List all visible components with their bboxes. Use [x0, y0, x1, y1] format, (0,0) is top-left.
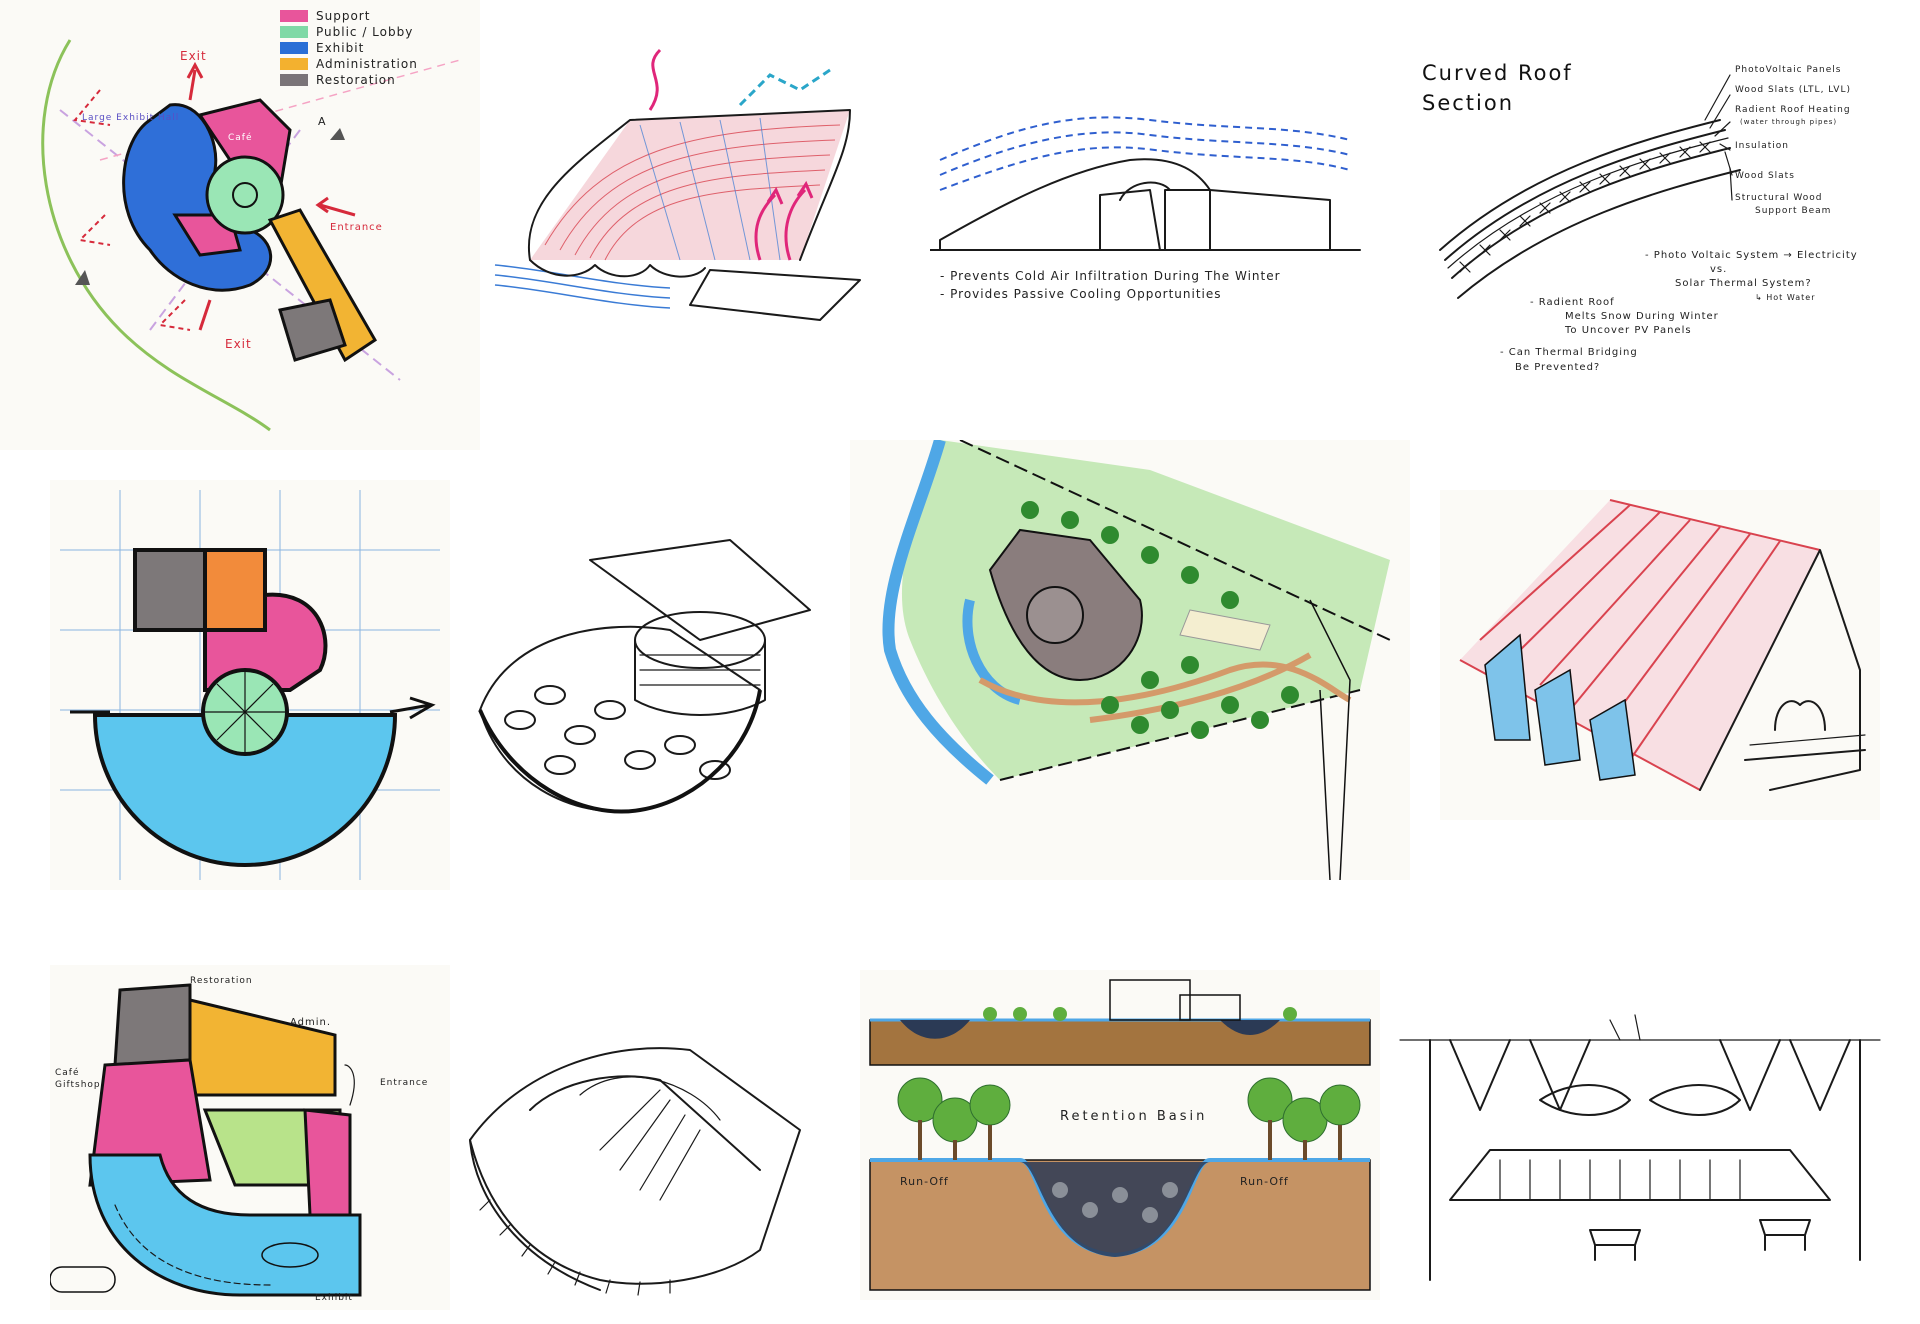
sketch-panel-wavy-roof: [490, 30, 890, 330]
plan1-exit-top-label: Exit: [180, 49, 207, 63]
roof-note-vs: vs.: [1710, 264, 1727, 275]
legend-swatch-administration: [280, 58, 308, 70]
plan3-admin-label: Admin.: [290, 1017, 331, 1028]
plan3-cafe-label: Café: [55, 1067, 80, 1078]
sketch-panel-program-plan: Exit Exit Entrance Café Large Exhibit Ha…: [0, 0, 480, 450]
retention-basin-title: Retention Basin: [1060, 1109, 1207, 1124]
roof-label-support-beam: Support Beam: [1755, 206, 1831, 216]
legend-label-support: Support: [316, 9, 371, 23]
plan1-exit-bottom-label: Exit: [225, 337, 252, 351]
legend-label-public-lobby: Public / Lobby: [316, 25, 414, 39]
roof-label-radient-heating: Radient Roof Heating: [1735, 105, 1851, 115]
sketch-panel-interior-perspective: [1390, 1000, 1890, 1290]
roof-label-water-pipes: (water through pipes): [1740, 118, 1837, 126]
roof-note-solar-thermal: Solar Thermal System?: [1675, 278, 1812, 289]
sketch-panel-bubble-roof-aerial: [470, 520, 820, 830]
roof-label-structural-wood: Structural Wood: [1735, 193, 1823, 203]
curved-roof-section-drawing: Curved Roof Section PhotoVoltaic Panels …: [1422, 61, 1858, 373]
sketch-panel-glass-roof: [1440, 490, 1880, 820]
site-plan-drawing: [882, 438, 1391, 881]
sketch-panel-site-plan: [850, 438, 1410, 881]
roof-line-drawing: [469, 1047, 801, 1296]
sketch-panel-retention-basin: Retention Basin Run-Off Run-Off: [860, 970, 1380, 1300]
legend-label-exhibit: Exhibit: [316, 41, 365, 55]
gridded-plan-drawing: [60, 490, 440, 880]
legend-item-restoration: Restoration: [280, 72, 470, 88]
plan1-large-exhibit-label: Large Exhibit Hall: [82, 113, 179, 123]
airflow-note-1: - Prevents Cold Air Infiltration During …: [940, 269, 1281, 283]
roof-note-melts-snow: Melts Snow During Winter: [1565, 311, 1719, 322]
legend-label-administration: Administration: [316, 57, 418, 71]
plan3-entrance-label: Entrance: [380, 1078, 428, 1088]
retention-runoff-right-label: Run-Off: [1240, 1175, 1289, 1188]
roof-section-title-line2: Section: [1422, 91, 1514, 115]
plan3-restoration-label: Restoration: [190, 976, 253, 986]
wavy-roof-drawing: [494, 48, 861, 321]
sketch-panel-airflow-section: - Prevents Cold Air Infiltration During …: [929, 90, 1370, 320]
roof-section-title-line1: Curved Roof: [1422, 61, 1573, 85]
plan1-entrance-label: Entrance: [330, 222, 383, 233]
plan3-giftshop-label: Giftshop: [55, 1080, 101, 1090]
glass-roof-drawing: [1459, 499, 1866, 791]
sketch-panel-roof-line-aerial: [460, 1000, 820, 1310]
roof-label-pv-panels: PhotoVoltaic Panels: [1735, 65, 1841, 75]
legend-swatch-restoration: [280, 74, 308, 86]
legend-swatch-support: [280, 10, 308, 22]
legend-item-exhibit: Exhibit: [280, 40, 470, 56]
legend-item-public-lobby: Public / Lobby: [280, 24, 470, 40]
roof-note-uncover-pv: To Uncover PV Panels: [1564, 325, 1692, 336]
plan1-section-mark: A: [318, 115, 327, 128]
interior-perspective-drawing: [1399, 1014, 1881, 1281]
roof-label-wood-slats: Wood Slats: [1735, 171, 1795, 181]
program-legend: Support Public / Lobby Exhibit Administr…: [280, 8, 470, 88]
roof-note-be-prevented: Be Prevented?: [1515, 362, 1600, 373]
legend-label-restoration: Restoration: [316, 73, 396, 87]
roof-label-wood-slats-ltl: Wood Slats (LTL, LVL): [1735, 85, 1851, 95]
bubble-roof-drawing: [478, 539, 811, 814]
program-plan-drawing: Exit Exit Entrance Café Large Exhibit Ha…: [41, 39, 461, 432]
roof-note-hot-water: ↳ Hot Water: [1755, 293, 1815, 302]
plan3-scale-oval: [49, 1266, 116, 1293]
plan3-exhibit-label: Exhibit: [315, 1293, 353, 1303]
roof-note-radient-roof: - Radient Roof: [1530, 297, 1615, 308]
sketch-panel-gridded-plan: [50, 480, 450, 890]
legend-item-administration: Administration: [280, 56, 470, 72]
sketch-panel-curved-roof-section: Curved Roof Section PhotoVoltaic Panels …: [1410, 50, 1880, 390]
sketch-panel-floor-plan: Restoration Admin. Café Giftshop Entranc…: [49, 965, 450, 1310]
airflow-note-2: - Provides Passive Cooling Opportunities: [940, 287, 1222, 301]
roof-note-thermal-bridging: - Can Thermal Bridging: [1500, 347, 1638, 358]
legend-swatch-exhibit: [280, 42, 308, 54]
legend-item-support: Support: [280, 8, 470, 24]
retention-runoff-left-label: Run-Off: [900, 1175, 949, 1188]
floor-plan-drawing: Restoration Admin. Café Giftshop Entranc…: [49, 976, 428, 1303]
retention-basin-drawing: Retention Basin Run-Off Run-Off: [869, 979, 1371, 1291]
plan1-cafe-label: Café: [228, 132, 253, 143]
legend-swatch-public-lobby: [280, 26, 308, 38]
airflow-section-drawing: - Prevents Cold Air Infiltration During …: [929, 116, 1361, 301]
roof-note-pv-system: - Photo Voltaic System → Electricity: [1645, 250, 1858, 261]
roof-label-insulation: Insulation: [1735, 141, 1789, 151]
